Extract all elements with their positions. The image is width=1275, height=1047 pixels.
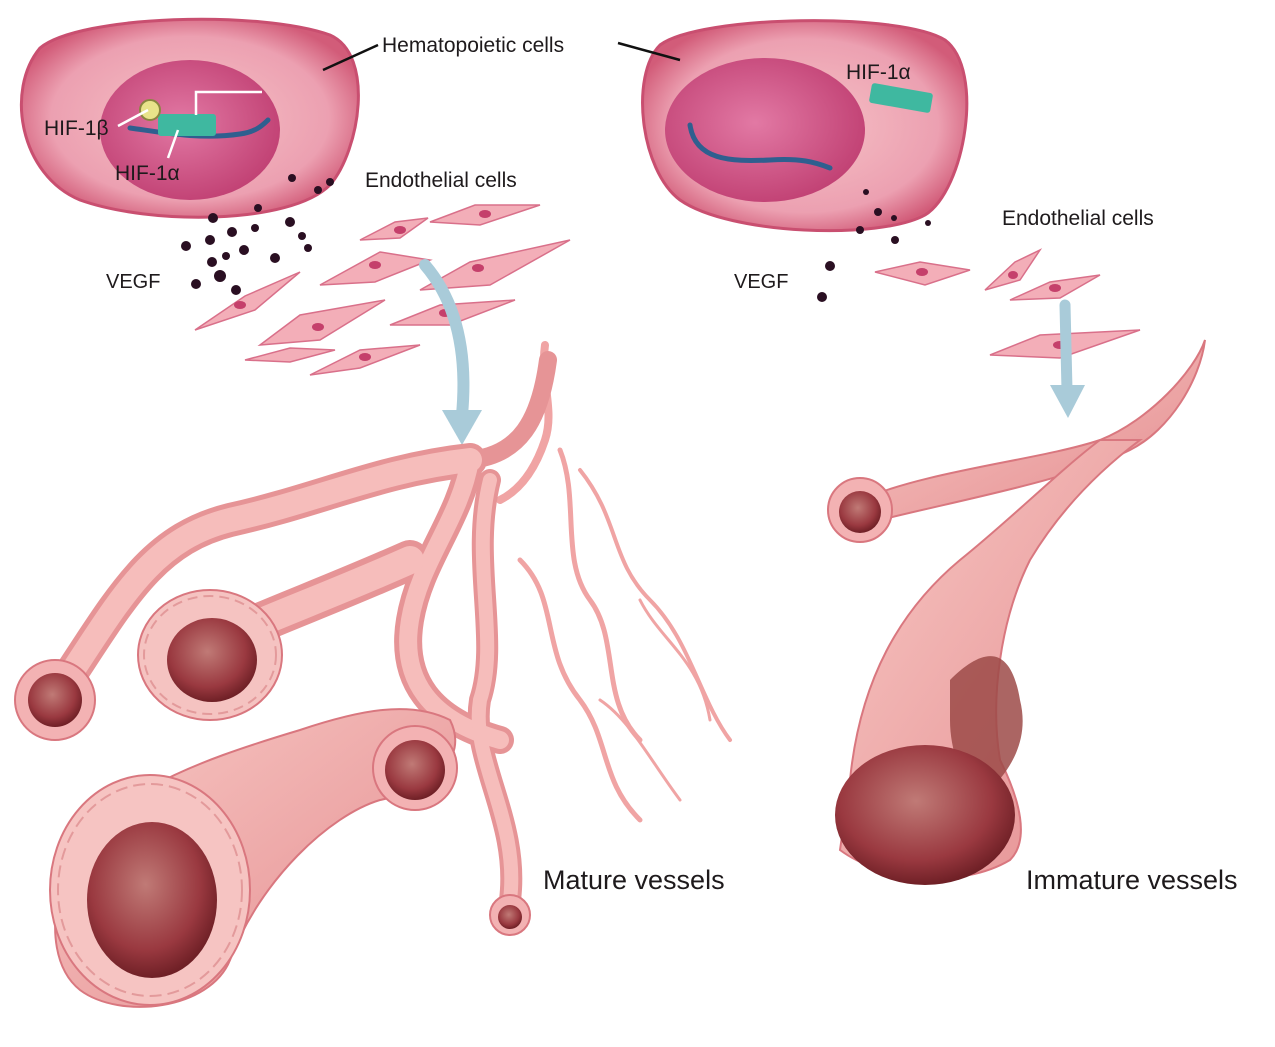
hif1a-label-right: HIF-1α (846, 62, 911, 83)
vessel-opening-medium (138, 590, 282, 720)
vegf-label-left: VEGF (106, 272, 160, 292)
endothelial-cells-right (875, 250, 1140, 358)
nucleus-right (665, 58, 865, 202)
endothelial-cells-label-left: Endothelial cells (365, 170, 517, 191)
hif1b-protein (140, 100, 160, 120)
hematopoietic-cell-right (643, 21, 967, 231)
vessel-opening-tip (490, 895, 530, 935)
immature-vessel (828, 340, 1205, 885)
arrow-right (1050, 305, 1085, 418)
vessel-opening-small-left (15, 660, 95, 740)
immature-vessels-label: Immature vessels (1026, 867, 1238, 894)
vessel-opening-large (50, 775, 250, 1005)
arrow-left (425, 265, 482, 445)
hif1b-label: HIF-1β (44, 118, 109, 139)
hif1a-protein-left (158, 114, 216, 136)
vessel-opening-center (373, 726, 457, 810)
endothelial-cells-label-right: Endothelial cells (1002, 208, 1154, 229)
endothelial-cells-left (195, 205, 570, 375)
vessel-opening-right-large (835, 745, 1015, 885)
vessel-opening-right-small (828, 478, 892, 542)
mature-vessel-network (15, 345, 730, 1007)
hematopoietic-cells-label: Hematopoietic cells (382, 35, 564, 56)
mature-vessels-label: Mature vessels (543, 867, 725, 894)
vegf-label-right: VEGF (734, 272, 788, 292)
hif1a-label-left: HIF-1α (115, 163, 180, 184)
